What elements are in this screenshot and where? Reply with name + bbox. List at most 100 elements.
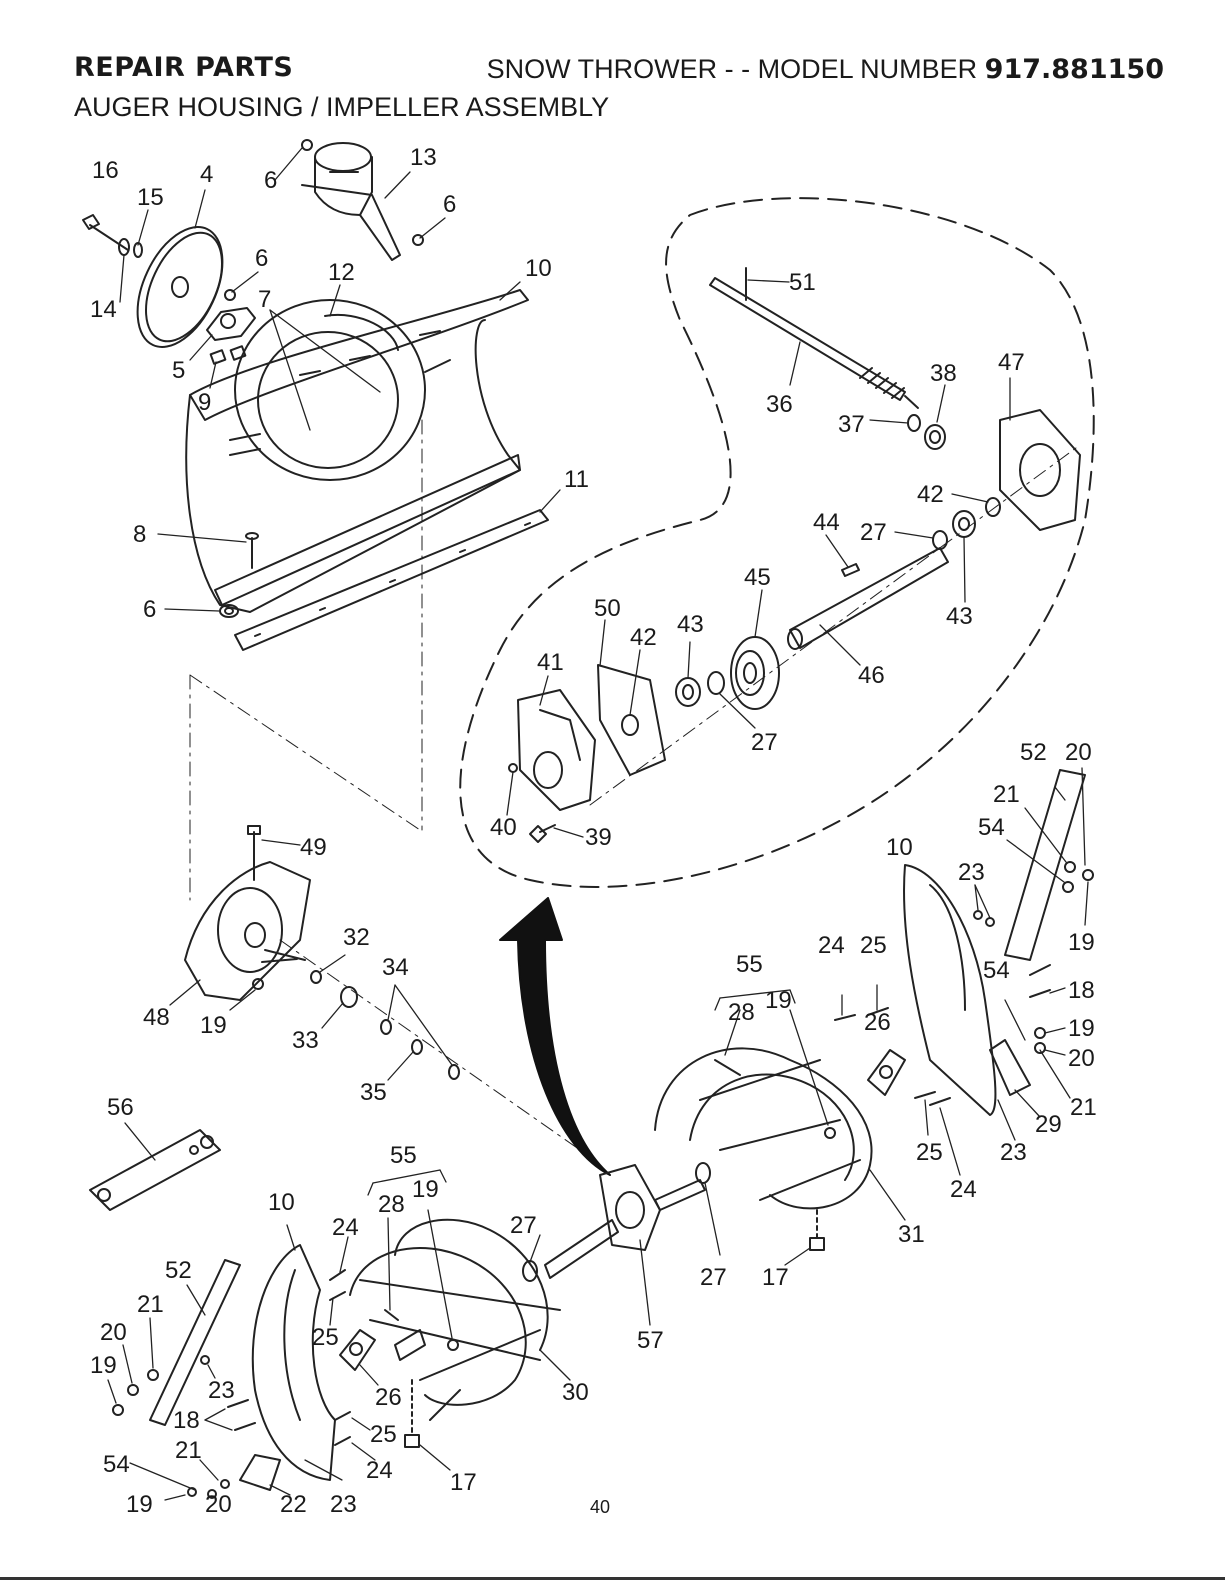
- bolt-part-49: [247, 825, 261, 881]
- gear-case-half-part-41: [517, 689, 596, 811]
- washer-part-27a: [932, 530, 948, 550]
- label-10-c: 10: [268, 1189, 295, 1216]
- side-plate-part-10c: [251, 1244, 336, 1481]
- label-19-d: 19: [1068, 1015, 1095, 1042]
- skid-shoe-part-52a: [1004, 769, 1086, 961]
- auger-spiral-part-31: [654, 1047, 873, 1210]
- bolt-part-16: [82, 214, 129, 251]
- bracket-part-29: [989, 1039, 1031, 1096]
- nut-part-19g: [187, 1487, 197, 1497]
- auger-shaft-part-46: [787, 547, 949, 650]
- label-16: 16: [92, 157, 119, 184]
- section-title: REPAIR PARTS: [74, 52, 294, 83]
- bearing-flange-part-26a: [867, 1049, 906, 1096]
- bolt-part-25c: [329, 1291, 346, 1301]
- label-11: 11: [564, 466, 589, 493]
- nut-part-19e: [447, 1339, 459, 1351]
- label-25-b: 25: [916, 1139, 943, 1166]
- gearbox-detail-outline: [459, 197, 1095, 888]
- label-14: 14: [90, 296, 117, 323]
- washer-part-21c: [147, 1369, 159, 1381]
- label-28-b: 28: [378, 1191, 405, 1218]
- label-46: 46: [858, 662, 885, 689]
- label-34: 34: [382, 954, 409, 981]
- skid-shoe-part-52b: [149, 1259, 241, 1426]
- worm-gear-part-45: [730, 636, 780, 710]
- label-24-b: 24: [950, 1176, 977, 1203]
- impeller-housing-ring-part-12: [324, 313, 399, 351]
- label-19-f: 19: [90, 1352, 117, 1379]
- label-17-b: 17: [450, 1469, 477, 1496]
- label-27-b: 27: [751, 729, 778, 756]
- washer-part-23a: [973, 910, 983, 920]
- label-10-b: 10: [886, 834, 913, 861]
- carriage-nut-part-9: [209, 349, 227, 365]
- thrust-washer-part-37: [907, 414, 921, 432]
- label-55-a: 55: [736, 951, 763, 978]
- label-52-a: 52: [1020, 739, 1047, 766]
- label-27-a: 27: [860, 519, 887, 546]
- label-38: 38: [930, 360, 957, 387]
- label-9: 9: [198, 389, 211, 416]
- label-30: 30: [562, 1379, 589, 1406]
- bolt-part-39: [529, 824, 556, 843]
- label-49: 49: [300, 834, 327, 861]
- label-31: 31: [898, 1221, 925, 1248]
- shaft-spacer: [394, 1329, 426, 1361]
- nut-part-19a: [252, 978, 264, 990]
- assembly-title: AUGER HOUSING / IMPELLER ASSEMBLY: [74, 92, 610, 122]
- side-plate-part-10b: [903, 864, 997, 1116]
- label-19-b: 19: [1068, 929, 1095, 956]
- label-19-g: 19: [126, 1491, 153, 1518]
- label-6-c: 6: [255, 245, 268, 272]
- bolt-part-25b: [914, 1091, 936, 1099]
- bearing-part-33: [340, 986, 358, 1008]
- label-21-d: 21: [175, 1437, 202, 1464]
- auger-housing-part-10: [185, 289, 529, 613]
- label-48: 48: [143, 1004, 170, 1031]
- label-7: 7: [258, 286, 271, 313]
- worm-shaft-part-36: [709, 277, 919, 409]
- label-20-a: 20: [1065, 739, 1092, 766]
- label-56: 56: [107, 1094, 134, 1121]
- impeller-part-48: [184, 861, 311, 1001]
- page-number: 40: [590, 1497, 611, 1517]
- label-36: 36: [766, 391, 793, 418]
- pulley-part-4: [136, 226, 224, 348]
- label-19-c: 19: [765, 987, 792, 1014]
- washer-part-21a: [1064, 861, 1076, 873]
- washer-part-35: [411, 1039, 423, 1055]
- bolt-part-25d: [334, 1411, 351, 1421]
- label-8: 8: [133, 521, 146, 548]
- bolt-part-18b: [1029, 989, 1051, 998]
- label-26-b: 26: [375, 1384, 402, 1411]
- label-54-c: 54: [103, 1451, 130, 1478]
- plug-part-40: [508, 763, 518, 773]
- label-27-d: 27: [510, 1212, 537, 1239]
- centerline-impeller: [279, 939, 581, 1151]
- label-24-d: 24: [366, 1457, 393, 1484]
- bearing-flange-part-26b: [339, 1329, 376, 1371]
- nut-part-6a: [224, 289, 236, 301]
- bolt-part-25a: [867, 1007, 889, 1016]
- washer-part-23b: [985, 917, 995, 927]
- nut-part-19b: [1082, 869, 1094, 881]
- washer-part-32: [310, 970, 322, 984]
- label-27-c: 27: [700, 1264, 727, 1291]
- label-6-a: 6: [264, 167, 277, 194]
- label-10-a: 10: [525, 255, 552, 282]
- label-32: 32: [343, 924, 370, 951]
- bolt-part-24a: [834, 1014, 856, 1021]
- bolt-part-18a: [1029, 964, 1051, 976]
- label-28-a: 28: [728, 999, 755, 1026]
- nut-part-19f: [112, 1404, 124, 1416]
- bolt-part-28b: [384, 1309, 399, 1321]
- nut-part-20d: [207, 1489, 217, 1499]
- bottom-rule: [0, 1577, 1225, 1580]
- label-24-a: 24: [818, 932, 845, 959]
- bracket-part-56: [89, 1129, 221, 1211]
- label-21-c: 21: [137, 1291, 164, 1318]
- label-51: 51: [789, 269, 816, 296]
- washer-part-34a: [380, 1019, 392, 1035]
